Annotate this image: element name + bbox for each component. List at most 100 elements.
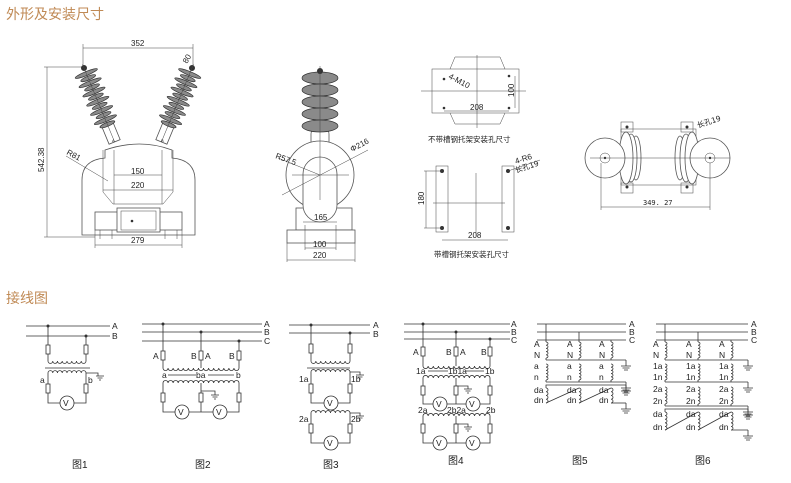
voltmeter: V: [327, 398, 333, 408]
top-view: 349. 27 长孔19: [584, 113, 731, 210]
terminal-label: A: [567, 339, 573, 349]
terminal-label: a: [40, 375, 45, 385]
dim-208: 208: [470, 103, 484, 112]
mount-hole-plan-channel: 180 208 4-R6 长孔19 带槽钢托架安装孔尺寸: [417, 152, 540, 259]
dim-220-base: 220: [313, 251, 327, 260]
terminal-label: 1n: [686, 372, 696, 382]
dim-165: 165: [314, 213, 328, 222]
voltmeter: V: [63, 398, 69, 408]
terminal-label: da: [719, 409, 729, 419]
phase-label: B: [373, 329, 379, 339]
phase-label: A: [511, 319, 517, 329]
winding-coil: [422, 365, 491, 369]
caption-fig-4: 图4: [448, 455, 464, 467]
terminal-label: N: [534, 350, 540, 360]
terminal-label: dn: [686, 422, 696, 432]
winding-coil: [310, 410, 351, 414]
phase-label: C: [264, 336, 270, 346]
terminal-b: B: [161, 138, 164, 143]
terminal-label: 1a: [719, 361, 729, 371]
terminal-label: 2a: [686, 384, 696, 394]
caption-channel: 带槽钢托架安装孔尺寸: [434, 249, 509, 259]
terminal-label: A: [153, 351, 159, 361]
voltmeter: V: [469, 438, 475, 448]
terminal-label: B: [446, 347, 452, 357]
terminal-label: a: [534, 361, 539, 371]
dim-279: 279: [131, 236, 145, 245]
terminal-label: da: [686, 409, 696, 419]
terminal-label: 2a: [719, 384, 729, 394]
terminal-label: A: [686, 339, 692, 349]
ground-icon: [621, 385, 631, 396]
winding-coil: [422, 413, 491, 417]
section-title-dimensions: 外形及安装尺寸: [6, 7, 104, 23]
terminal-label: 2a: [418, 405, 428, 415]
terminal-label: ba: [196, 370, 206, 380]
terminal-label: B: [481, 347, 487, 357]
terminal-label: a: [599, 361, 604, 371]
terminal-label: da: [534, 385, 544, 395]
voltmeter: V: [436, 438, 442, 448]
terminal-label: b: [88, 375, 93, 385]
terminal-label: B: [229, 351, 235, 361]
caption-no-channel: 不带槽钢托架安装孔尺寸: [428, 134, 511, 144]
terminal-label: n: [534, 372, 539, 382]
voltmeter: V: [216, 407, 222, 417]
terminal-label: 1a: [299, 374, 309, 384]
terminal-label: A: [653, 339, 659, 349]
terminal-label: A: [534, 339, 540, 349]
caption-fig-2: 图2: [195, 459, 211, 471]
terminal-label: N: [686, 350, 692, 360]
terminal-label: n: [567, 372, 572, 382]
phase-label: B: [511, 327, 517, 337]
phase-label: C: [751, 335, 757, 345]
phase-label: A: [373, 320, 379, 330]
slot-19-top: 长孔19: [696, 113, 723, 130]
dim-150: 150: [131, 167, 145, 176]
phase-label: A: [112, 321, 118, 331]
voltmeter: V: [436, 399, 442, 409]
terminal-label: dn: [653, 422, 663, 432]
terminal-label: B: [191, 351, 197, 361]
terminal-label: A: [599, 339, 605, 349]
dim-352: 352: [131, 39, 145, 48]
mount-hole-plan-no-channel: 4-M10 208 100 不带槽钢托架安装孔尺寸: [421, 55, 526, 144]
terminal-label: 1b: [351, 374, 361, 384]
phase-label: B: [751, 327, 757, 337]
phase-label: A: [751, 319, 757, 329]
dim-542-38: 542.38: [37, 147, 46, 172]
front-view: 352 542.38 80 150 220 R81 A B: [37, 39, 202, 248]
terminal-label: 2n: [719, 396, 729, 406]
phase-label: B: [112, 331, 118, 341]
voltmeter: V: [178, 407, 184, 417]
right-bushing: [155, 64, 202, 145]
phase-label: B: [264, 327, 270, 337]
wiring-fig-4: V V V V A B C A B A B 1a 1b1a 1b 2a 2b2a…: [404, 319, 517, 467]
terminal-label: a: [162, 370, 167, 380]
caption-fig-6: 图6: [695, 455, 711, 467]
ground-icon: [621, 360, 631, 371]
dim-220: 220: [131, 181, 145, 190]
wiring-fig-1: V A B a b 图1: [26, 321, 118, 471]
caption-fig-5: 图5: [572, 455, 588, 467]
winding-coil: [162, 367, 240, 371]
terminal-label: N: [719, 350, 725, 360]
terminal-label: a: [567, 361, 572, 371]
terminal-label: A: [205, 351, 211, 361]
terminal-label: 2b2a: [447, 405, 466, 415]
terminal-label: dn: [599, 395, 609, 405]
dim-100-mount: 100: [507, 83, 516, 97]
ground-icon: [621, 403, 631, 414]
phase-label: C: [629, 335, 635, 345]
ground-icon: [743, 382, 753, 393]
terminal-label: 2b: [351, 414, 361, 424]
terminal-label: dn: [719, 422, 729, 432]
side-view: R57.5 Φ216 165 100 220: [274, 66, 371, 262]
terminal-label: dn: [534, 395, 544, 405]
terminal-label: 1n: [653, 372, 663, 382]
phase-label: B: [629, 327, 635, 337]
terminal-label: A: [460, 347, 466, 357]
dim-100: 100: [313, 240, 327, 249]
